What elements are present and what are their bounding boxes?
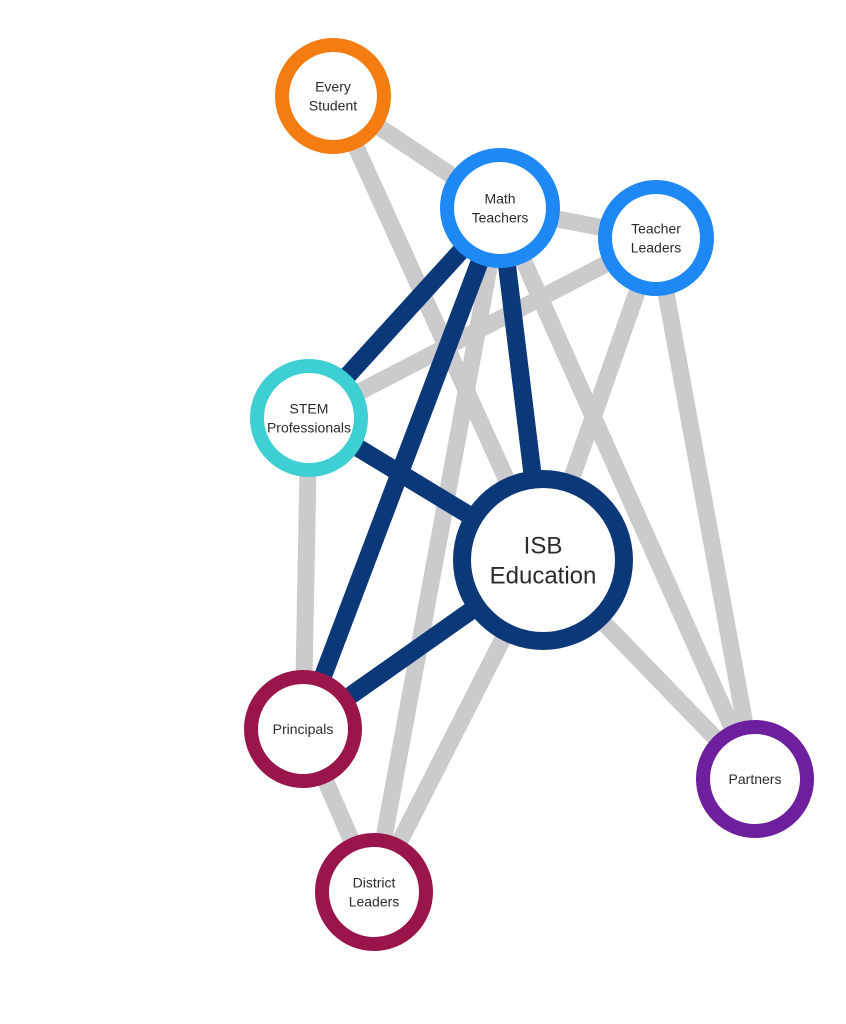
node-isb-education-label-line-2: Education xyxy=(490,563,597,590)
node-every-student-label-line-2: Student xyxy=(309,98,357,114)
edge-teacher-leaders-to-stem-professionals xyxy=(305,230,660,426)
node-district-leaders-label-line-1: District xyxy=(353,875,396,891)
node-teacher-leaders-label-line-1: Teacher xyxy=(631,221,681,237)
node-teacher-leaders-label-line-2: Leaders xyxy=(631,240,682,256)
node-principals[interactable]: Principals xyxy=(244,670,362,788)
node-isb-education[interactable]: ISB Education xyxy=(453,470,633,650)
node-isb-education-ring xyxy=(453,470,633,650)
node-teacher-leaders-ring xyxy=(598,180,714,296)
node-every-student-label-line-1: Every xyxy=(315,79,351,95)
node-math-teachers-label-line-1: Math xyxy=(484,191,515,207)
node-principals-ring xyxy=(244,670,362,788)
node-stem-professionals[interactable]: STEM Professionals xyxy=(250,359,368,477)
node-math-teachers-label-line-2: Teachers xyxy=(472,210,529,226)
node-every-student-ring xyxy=(275,38,391,154)
node-stem-professionals-ring xyxy=(250,359,368,477)
node-partners-label-line-1: Partners xyxy=(729,771,782,787)
node-partners[interactable]: Partners xyxy=(696,720,814,838)
node-district-leaders-label-line-2: Leaders xyxy=(349,894,400,910)
node-math-teachers-ring xyxy=(440,148,560,268)
edge-teacher-leaders-to-partners xyxy=(647,236,764,781)
node-stem-professionals-label-line-2: Professionals xyxy=(267,420,351,436)
node-layer: EveryStudentMathTeachersTeacherLeadersST… xyxy=(244,38,814,951)
node-partners-ring xyxy=(696,720,814,838)
node-stem-professionals-label-line-1: STEM xyxy=(290,401,329,417)
node-principals-label-line-1: Principals xyxy=(273,721,334,737)
node-isb-education-label-line-1: ISB xyxy=(524,533,563,560)
node-district-leaders-ring xyxy=(315,833,433,951)
